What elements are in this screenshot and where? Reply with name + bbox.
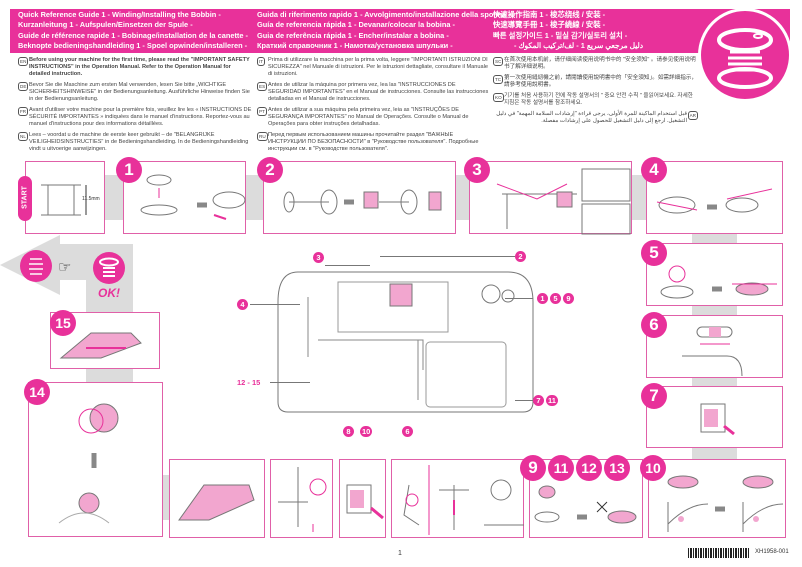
connector xyxy=(632,175,648,220)
pointing-hand-icon: ☞ xyxy=(58,259,72,276)
callout-10: 10 xyxy=(360,426,373,437)
winder-return-illustration xyxy=(667,475,784,532)
start-label: START xyxy=(18,176,32,221)
step-4-badge: 4 xyxy=(641,157,667,183)
callout-11: 11 xyxy=(546,395,558,406)
callout-3: 3 xyxy=(313,252,324,263)
connector xyxy=(163,475,171,520)
sewing-machine-illustration xyxy=(277,271,534,413)
power-switch-illustration xyxy=(346,484,384,520)
callout-5: 5 xyxy=(550,293,561,304)
ok-bobbin-icon xyxy=(93,252,125,284)
step-13-badge: 13 xyxy=(604,455,630,481)
step-9-badge: 9 xyxy=(520,455,546,481)
step-14-badge: 14 xyxy=(24,379,50,405)
callout-12-15: 12 - 15 xyxy=(237,378,261,387)
header-band xyxy=(10,9,790,53)
step-11-badge: 11 xyxy=(548,455,574,481)
step-5-panel xyxy=(646,243,783,306)
callout-line xyxy=(505,298,533,299)
callout-9: 9 xyxy=(563,293,574,304)
step-10-badge: 10 xyxy=(640,455,666,481)
barcode xyxy=(688,548,750,558)
connector xyxy=(455,175,471,220)
bottom-panel-threading xyxy=(391,459,524,538)
needle-presser-illustration xyxy=(278,467,327,532)
ok-label: OK! xyxy=(98,286,120,300)
step-6-panel xyxy=(646,315,783,378)
winder-shaft-switch-illustration xyxy=(682,326,743,377)
title-col-3: 快速操作指南 1 - 梭芯绕线 / 安装 -快速導覽手冊 1 - 梭子繞線 / … xyxy=(493,10,643,50)
title-col-1: Quick Reference Guide 1 - Winding/Instal… xyxy=(18,10,248,50)
bobbin-logo-icon xyxy=(698,8,792,102)
bobbin-insertion-illustration xyxy=(58,403,119,524)
step-6-badge: 6 xyxy=(641,312,667,338)
step-2-panel xyxy=(263,161,456,234)
callout-8: 8 xyxy=(343,426,354,437)
step-5-badge: 5 xyxy=(641,240,667,266)
step-7-badge: 7 xyxy=(641,383,667,409)
bobbin-cover-pink-illustration xyxy=(178,484,255,521)
threading-illustration xyxy=(496,168,631,235)
connector xyxy=(105,175,125,220)
cut-thread-remove-bobbin-illustration xyxy=(534,485,637,524)
step-7-panel xyxy=(646,386,783,448)
power-switch-illustration xyxy=(700,403,735,436)
bobbin-cover-illustration xyxy=(59,332,142,359)
callout-line xyxy=(380,256,515,257)
winder-guide-illustration xyxy=(656,188,773,214)
callout-6: 6 xyxy=(402,426,413,437)
callout-1: 1 xyxy=(537,293,548,304)
step-1-badge: 1 xyxy=(116,157,142,183)
callout-line xyxy=(515,400,533,401)
bottom-panel-switch xyxy=(339,459,386,538)
final-step-panel xyxy=(648,459,786,538)
full-bobbin-icon xyxy=(20,250,52,282)
spool-pin-illustration xyxy=(283,189,442,215)
step-3-badge: 3 xyxy=(464,157,490,183)
step-4-panel xyxy=(646,161,783,234)
document-code: XH1958-001 xyxy=(755,549,789,555)
bobbin-on-winder-illustration xyxy=(140,174,246,220)
step-15-badge: 15 xyxy=(50,310,76,336)
step-3-panel xyxy=(469,161,632,235)
step-2-badge: 2 xyxy=(257,157,283,183)
connector xyxy=(245,175,265,220)
bottom-panel-needle xyxy=(270,459,333,538)
bobbin-winding-illustration xyxy=(660,265,777,299)
bobbin-height-label: 11.5mm xyxy=(82,196,100,202)
callout-line xyxy=(325,265,370,266)
callout-line xyxy=(250,304,300,305)
callout-4: 4 xyxy=(237,299,248,310)
callout-line xyxy=(270,382,310,383)
step-12-badge: 12 xyxy=(576,455,602,481)
page-number: 1 xyxy=(398,550,402,557)
start-panel: 11.5mm xyxy=(25,161,105,234)
step-14-panel xyxy=(28,382,163,537)
title-col-2: Guida di riferimento rapido 1 - Avvolgim… xyxy=(257,10,511,50)
step-1-panel xyxy=(123,161,246,234)
bobbin-size-icon xyxy=(41,184,87,216)
callout-2: 2 xyxy=(515,251,526,262)
callout-7: 7 xyxy=(533,395,544,406)
bottom-panel-cover xyxy=(169,459,265,538)
needle-threading-illustration xyxy=(403,465,524,535)
